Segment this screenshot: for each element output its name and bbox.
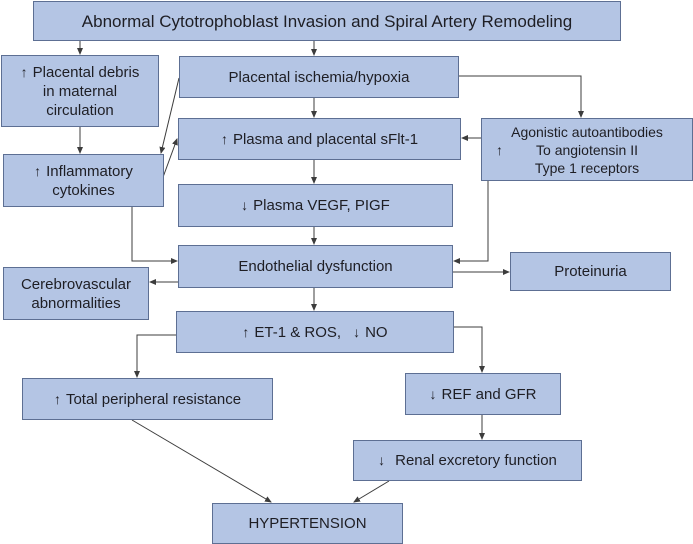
node-label-line: circulation xyxy=(46,101,114,119)
edge-ischemia-inflam xyxy=(159,77,180,154)
node-label: Abnormal Cytotrophoblast Invasion and Sp… xyxy=(81,11,573,31)
node-label-line: Inflammatory xyxy=(46,162,133,180)
up-arrow-icon: ↑ xyxy=(496,142,503,158)
node-label-line: abnormalities xyxy=(31,294,121,312)
edge-ischemia-agon xyxy=(459,75,584,118)
down-arrow-icon: ↓ xyxy=(241,197,249,213)
edge-inflam-endo xyxy=(131,207,178,264)
node-et1-ros-no: ↑ ET-1 & ROS, ↓ NO xyxy=(176,311,454,353)
edge-renal-htn xyxy=(353,480,390,503)
up-arrow-icon: ↑ xyxy=(34,162,42,179)
node-label-line: cytokines xyxy=(52,181,115,199)
edge-et1-tpr xyxy=(134,334,176,378)
down-arrow-icon: ↓ xyxy=(378,452,386,468)
node-endothelial-dysfunction: Endothelial dysfunction xyxy=(178,245,453,288)
node-placental-debris: ↑Placental debris in maternal circulatio… xyxy=(1,55,159,127)
node-label-line: To angiotensin II xyxy=(536,141,638,158)
node-hypertension: HYPERTENSION xyxy=(212,503,403,544)
node-label-line: in maternal xyxy=(42,82,118,100)
node-abnormal-invasion: Abnormal Cytotrophoblast Invasion and Sp… xyxy=(33,1,621,41)
node-agonistic-autoantibodies: ↑ Agonistic autoantibodies To angiotensi… xyxy=(481,118,693,181)
node-cerebrovascular: Cerebrovascular abnormalities xyxy=(3,267,149,320)
node-label: NO xyxy=(365,323,388,341)
down-arrow-icon: ↓ xyxy=(353,323,361,340)
up-arrow-icon: ↑ xyxy=(242,323,250,340)
node-label: HYPERTENSION xyxy=(248,515,367,532)
node-label: Placental ischemia/hypoxia xyxy=(228,68,410,86)
node-placental-ischemia: Placental ischemia/hypoxia xyxy=(179,56,459,98)
node-label-line: Placental debris xyxy=(32,63,140,81)
node-sflt1: ↑ Plasma and placental sFlt-1 xyxy=(178,118,461,160)
node-proteinuria: Proteinuria xyxy=(510,252,671,291)
down-arrow-icon: ↓ xyxy=(429,385,437,402)
node-total-peripheral-resistance: ↑ Total peripheral resistance xyxy=(22,378,273,420)
node-label: REF and GFR xyxy=(441,385,537,403)
node-inflammatory-cytokines: ↑Inflammatory cytokines xyxy=(3,154,164,207)
edge-agon-endo xyxy=(453,181,489,264)
node-label: Total peripheral resistance xyxy=(65,390,242,408)
up-arrow-icon: ↑ xyxy=(20,63,28,80)
node-label: Proteinuria xyxy=(554,263,627,280)
node-label: Endothelial dysfunction xyxy=(238,258,393,275)
node-label: Renal excretory function xyxy=(395,452,557,469)
edge-inflam-sflt xyxy=(161,138,178,181)
up-arrow-icon: ↑ xyxy=(220,130,228,147)
node-label-line: Agonistic autoantibodies xyxy=(511,123,663,140)
edge-tpr-htn xyxy=(131,419,272,503)
node-label: Plasma and placental sFlt-1 xyxy=(232,130,419,148)
up-arrow-icon: ↑ xyxy=(53,390,61,407)
node-ref-gfr: ↓ REF and GFR xyxy=(405,373,561,415)
node-label: ET-1 & ROS, xyxy=(254,323,342,341)
node-renal-excretory: ↓ Renal excretory function xyxy=(353,440,582,481)
node-label-line: Type 1 receptors xyxy=(534,159,640,176)
node-plasma-vegf: ↓ Plasma VEGF, PIGF xyxy=(178,184,453,227)
edge-et1-ref xyxy=(454,326,485,373)
node-label-line: Cerebrovascular xyxy=(20,275,132,293)
node-label: Plasma VEGF, PIGF xyxy=(253,197,390,214)
